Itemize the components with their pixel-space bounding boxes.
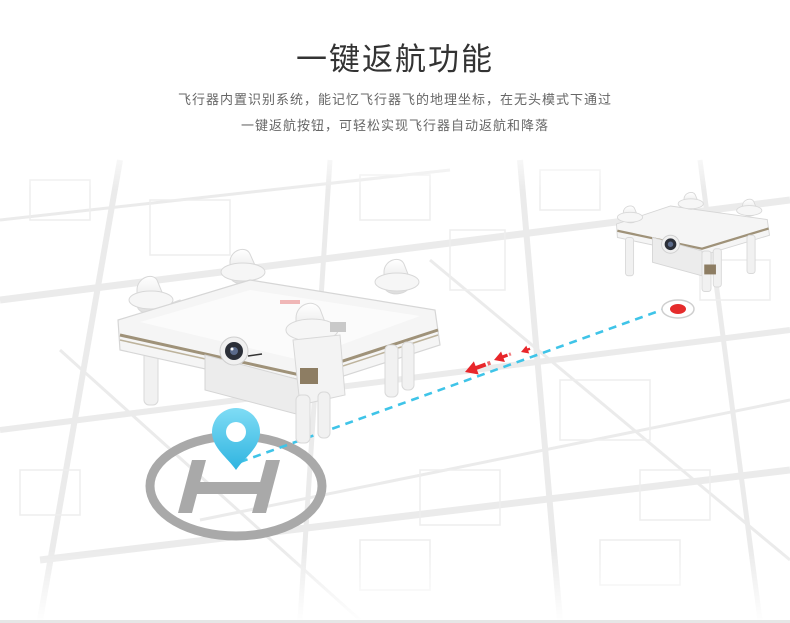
bottom-divider — [0, 620, 790, 623]
location-pin-icon — [212, 408, 260, 470]
drone-near — [117, 248, 441, 444]
return-path-line — [239, 305, 671, 464]
takeoff-point-icon — [661, 299, 695, 319]
return-home-illustration — [0, 140, 790, 623]
drone-far — [616, 191, 771, 292]
page-title: 一键返航功能 — [296, 42, 494, 78]
return-arrow-icon — [465, 345, 531, 375]
description-line-2: 一键返航按钮，可轻松实现飞行器自动返航和降落 — [240, 119, 549, 134]
landing-pad — [145, 431, 327, 541]
description-line-1: 飞行器内置识别系统，能记忆飞行器飞的地理坐标，在无头模式下通过 — [177, 93, 612, 108]
